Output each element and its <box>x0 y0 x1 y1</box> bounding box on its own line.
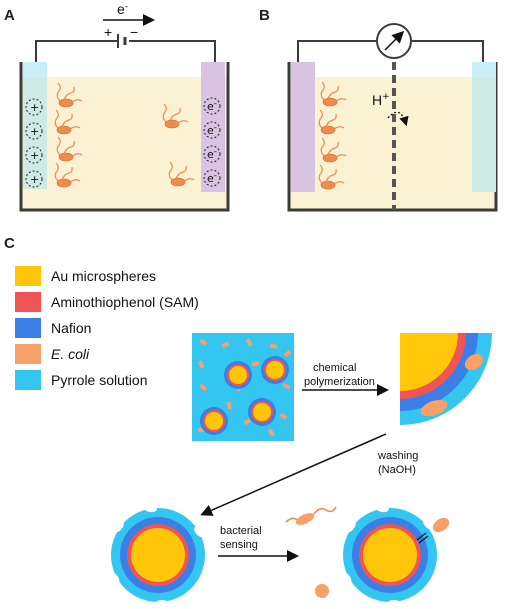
anode-charge-1: + <box>30 101 39 114</box>
cathode-electron-2: e- <box>207 123 217 137</box>
sensing-sphere <box>340 503 450 608</box>
captured-bacterium <box>432 517 450 533</box>
free-bacterium <box>285 506 337 525</box>
imprinted-sphere <box>108 503 210 608</box>
electron-flow-label: e- <box>117 1 128 17</box>
panel-c-label: C <box>4 235 15 252</box>
legend-label-pyrrole: Pyrrole solution <box>51 372 148 388</box>
step3-label-2: sensing <box>220 539 258 551</box>
anode-electrode-b <box>291 62 315 192</box>
anode-charges: + + + + <box>25 98 43 188</box>
panel-b-label: B <box>259 7 270 24</box>
step2-label-1: washing <box>377 450 418 462</box>
au-sphere <box>224 361 252 389</box>
anode-charge-2: + <box>30 125 39 138</box>
cathode-electron-1: e- <box>207 99 217 113</box>
au-sphere <box>200 407 228 435</box>
legend-label-au: Au microspheres <box>51 268 156 284</box>
free-particle <box>315 584 329 598</box>
step3-label-1: bacterial <box>220 525 262 537</box>
legend-swatch-ecoli <box>15 344 41 364</box>
cathode-electrode-b <box>472 77 496 192</box>
cathode-electron-3: e- <box>207 147 217 161</box>
circuit-wire-b <box>297 40 484 62</box>
battery-minus: − <box>130 24 138 40</box>
legend-swatch-au <box>15 266 41 286</box>
anode-charge-3: + <box>30 149 39 162</box>
tank-wall <box>19 62 230 212</box>
anode-charge-4: + <box>30 173 39 186</box>
panel-b: B H+ <box>259 7 498 212</box>
cathode-cap-b <box>472 62 496 77</box>
anode-cap <box>23 62 47 77</box>
au-sphere <box>248 398 276 426</box>
cathode-charges: e- e- e- e- <box>203 97 221 187</box>
legend-swatch-sam <box>15 292 41 312</box>
panel-a: A e- + − + + + + e- <box>4 1 230 212</box>
proton-arrow <box>387 111 409 127</box>
anode-electrode <box>23 77 47 189</box>
ammeter-needle <box>384 30 405 51</box>
legend-swatch-pyrrole <box>15 370 41 390</box>
circuit-wire <box>35 40 216 62</box>
coated-quadrant <box>400 333 500 433</box>
step1-label-1: chemical <box>313 362 356 374</box>
legend: Au microspheres Aminothiophenol (SAM) Na… <box>15 266 199 390</box>
battery-plus: + <box>104 24 112 40</box>
washing-arrow <box>200 433 387 516</box>
tank-electrolyte <box>21 77 228 209</box>
step1-label-2: polymerization <box>304 376 375 388</box>
au-sphere <box>261 356 289 384</box>
proton-label: H+ <box>372 92 390 108</box>
legend-label-ecoli: E. coli <box>51 346 90 362</box>
step2-label-2: (NaOH) <box>378 464 416 476</box>
panel-a-label: A <box>4 7 15 24</box>
legend-label-nafion: Nafion <box>51 320 91 336</box>
cathode-electron-4: e- <box>207 171 217 185</box>
legend-swatch-nafion <box>15 318 41 338</box>
pyrrole-mixture <box>192 333 294 441</box>
panel-c: C Au microspheres Aminothiophenol (SAM) … <box>4 235 500 608</box>
legend-label-sam: Aminothiophenol (SAM) <box>51 294 199 310</box>
